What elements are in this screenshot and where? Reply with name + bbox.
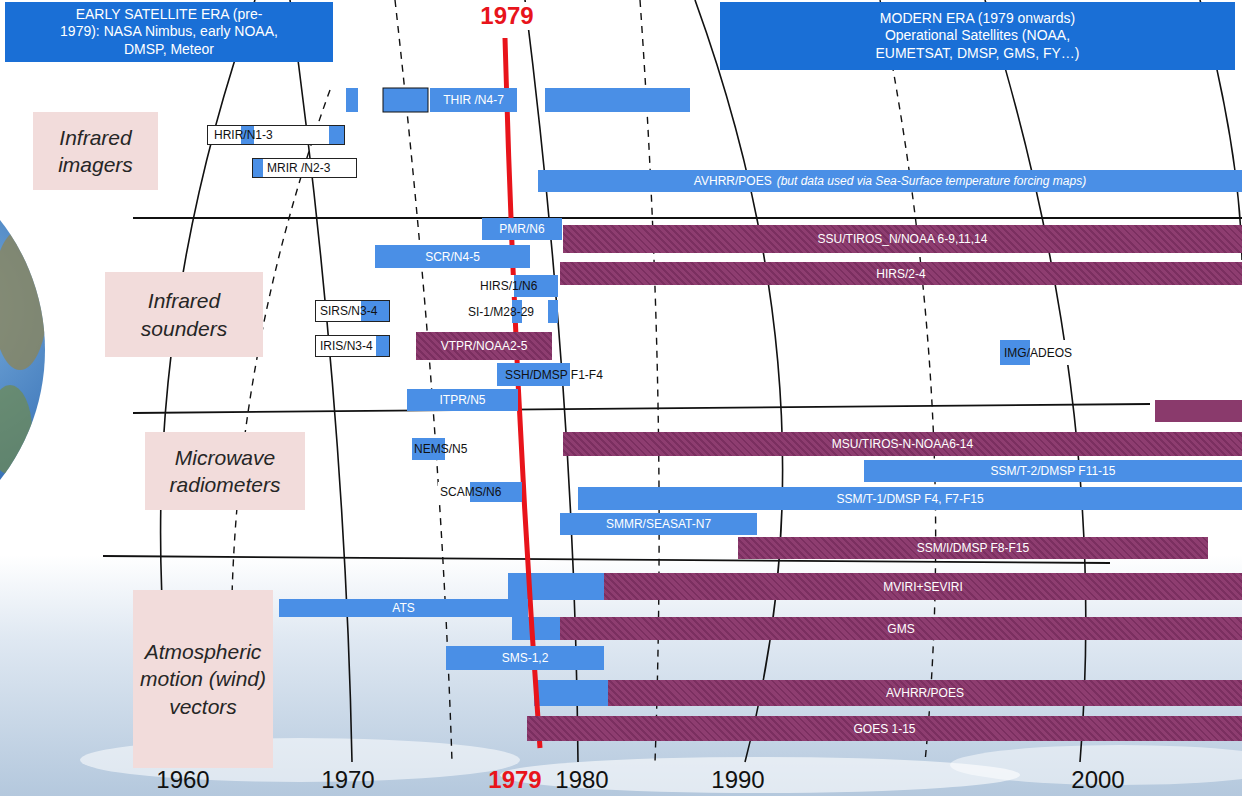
cloud <box>500 757 1020 793</box>
mission-box: MRIR /N2-3 <box>252 158 357 178</box>
year-label: 1970 <box>321 766 374 794</box>
mission-bar <box>383 88 428 112</box>
year-label: 1960 <box>156 766 209 794</box>
instrument-label: SMS-1,2 <box>502 651 549 665</box>
year-label: 1979 <box>477 2 536 30</box>
category-name: Microwave radiometers <box>151 444 299 499</box>
mission-bar: MVIRI+SEVIRI <box>604 573 1242 600</box>
mission-bar: SCR/N4-5 <box>375 245 530 268</box>
category-name: Atmospheric motion (wind) vectors <box>139 638 267 720</box>
year-label: 1980 <box>555 766 608 794</box>
mission-bar: GOES 1-15 <box>527 716 1242 741</box>
instrument-label: IRIS/N3-4 <box>320 339 373 353</box>
instrument-label: IMG/ADEOS <box>1004 346 1072 360</box>
mission-bar: SMMR/SEASAT-N7 <box>560 513 757 535</box>
instrument-label: SI-1/M28-29 <box>468 305 534 319</box>
mission-bar <box>508 573 605 600</box>
mission-bar: AVHRR/POES <box>608 680 1242 706</box>
instrument-label: NEMS/N5 <box>414 442 467 456</box>
era-banner: MODERN ERA (1979 onwards) Operational Sa… <box>720 2 1235 70</box>
earth-land <box>0 385 32 475</box>
meridian-dashed <box>880 0 936 762</box>
instrument-label: MVIRI+SEVIRI <box>883 580 963 594</box>
mission-bar: SCAMS/N6 <box>438 482 522 502</box>
mission-bar: MSU/TIROS-N-NOAA6-14 <box>563 432 1242 456</box>
instrument-label: HIRS/2-4 <box>876 267 925 281</box>
era-heading: MODERN ERA (1979 onwards) Operational Sa… <box>847 10 1109 63</box>
mission-bar <box>1155 400 1242 422</box>
mission-bar: HIRS/1/N6 <box>478 275 558 297</box>
mission-bar: IMG/ADEOS <box>1000 340 1079 365</box>
instrument-label: GMS <box>887 622 914 636</box>
instrument-label: MSU/TIROS-N-NOAA6-14 <box>832 437 973 451</box>
mission-bar: VTPR/NOAA2-5 <box>416 332 552 360</box>
mission-bar <box>534 680 609 706</box>
meridian-dashed <box>395 0 452 762</box>
meridian-dashed <box>640 0 659 762</box>
instrument-label: SSU/TIROS_N/NOAA 6-9,11,14 <box>818 232 988 246</box>
mission-bar: ATS <box>279 599 528 617</box>
instrument-label: HIRS/1/N6 <box>480 279 537 293</box>
instrument-label: AVHRR/POES <box>694 174 772 188</box>
mission-bar: NEMS/N5 <box>412 438 474 460</box>
mission-bar: GMS <box>560 617 1242 640</box>
meridian-line <box>290 0 352 762</box>
category-box: Infrared imagers <box>33 112 158 190</box>
category-box: Atmospheric motion (wind) vectors <box>133 590 273 768</box>
year-label: 1979 <box>488 766 541 794</box>
instrument-label: SCR/N4-5 <box>425 250 480 264</box>
instrument-label: SSM/T-1/DMSP F4, F7-F15 <box>836 492 983 506</box>
mission-bar: SSU/TIROS_N/NOAA 6-9,11,14 <box>563 225 1242 253</box>
mission-box: HRIR/N1-3 <box>207 125 345 145</box>
earth-land <box>0 230 48 370</box>
instrument-label: THIR /N4-7 <box>443 93 504 107</box>
instrument-label: SCAMS/N6 <box>440 485 501 499</box>
mission-bar: PMR/N6 <box>482 218 562 240</box>
category-name: Infrared imagers <box>39 124 152 179</box>
mission-bar: SI-1/M28-29 <box>466 300 558 323</box>
instrument-label: SSH/DMSP F1-F4 <box>505 368 603 382</box>
year-label: 2000 <box>1071 766 1124 794</box>
year-label: 1990 <box>711 766 764 794</box>
instrument-label: (but data used via Sea-Surface temperatu… <box>777 174 1087 188</box>
mission-bar <box>346 88 358 112</box>
instrument-label: SSM/I/DMSP F8-F15 <box>917 541 1029 555</box>
mission-bar <box>545 88 690 112</box>
instrument-label: SIRS/N3-4 <box>320 304 377 318</box>
mission-bar: SSH/DMSP F1-F4 <box>497 363 625 386</box>
instrument-label: AVHRR/POES <box>886 686 964 700</box>
instrument-label: PMR/N6 <box>499 222 544 236</box>
instrument-label: VTPR/NOAA2-5 <box>441 339 528 353</box>
mission-bar: THIR /N4-7 <box>430 88 517 112</box>
mission-box: SIRS/N3-4 <box>315 300 390 322</box>
instrument-label: SSM/T-2/DMSP F11-15 <box>991 464 1116 478</box>
instrument-label: GOES 1-15 <box>853 722 915 736</box>
mission-bar: HIRS/2-4 <box>560 262 1242 285</box>
mission-bar: SMS-1,2 <box>446 646 604 670</box>
category-box: Infrared sounders <box>105 272 263 357</box>
instrument-label: MRIR /N2-3 <box>267 161 330 175</box>
mission-bar: ITPR/N5 <box>407 389 518 411</box>
instrument-label: HRIR/N1-3 <box>214 128 273 142</box>
category-box: Microwave radiometers <box>145 432 305 510</box>
mission-bar <box>512 617 561 640</box>
instrument-label: SMMR/SEASAT-N7 <box>606 517 711 531</box>
mission-bar: SSM/T-1/DMSP F4, F7-F15 <box>578 487 1242 510</box>
mission-bar: SSM/I/DMSP F8-F15 <box>738 537 1208 559</box>
mission-bar: AVHRR/POES (but data used via Sea-Surface… <box>538 170 1242 192</box>
meridian-line <box>695 0 783 762</box>
era-heading: EARLY SATELLITE ERA (pre-1979): NASA Nim… <box>60 6 278 59</box>
category-separator <box>133 217 1242 219</box>
mission-box: IRIS/N3-4 <box>315 335 390 357</box>
instrument-label: ITPR/N5 <box>439 393 485 407</box>
category-separator <box>133 404 1150 413</box>
instrument-label: ATS <box>392 601 414 615</box>
era-banner: EARLY SATELLITE ERA (pre-1979): NASA Nim… <box>5 2 333 62</box>
mission-bar: SSM/T-2/DMSP F11-15 <box>864 460 1242 482</box>
meridian-line <box>985 0 1086 762</box>
category-name: Infrared sounders <box>111 287 257 342</box>
